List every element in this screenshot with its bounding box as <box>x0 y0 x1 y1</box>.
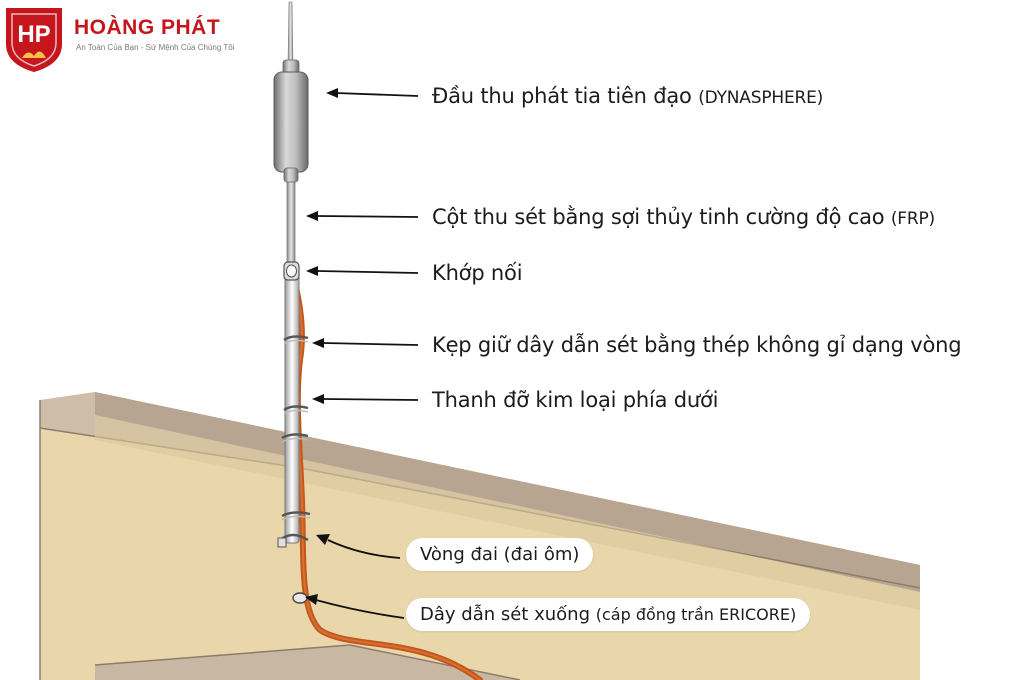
cable-clip <box>292 592 308 604</box>
label-frp-mast: Cột thu sét bằng sợi thủy tinh cường độ … <box>432 205 935 229</box>
label-text: Dây dẫn sét xuống <box>420 604 590 625</box>
label-text: Cột thu sét bằng sợi thủy tinh cường độ … <box>432 205 885 229</box>
arrow-cable <box>305 594 405 619</box>
arrow-support <box>312 394 419 404</box>
label-down-conductor: Dây dẫn sét xuống (cáp đồng trần ERICORE… <box>406 598 811 631</box>
clamp-ring <box>283 335 309 345</box>
clamp-ring <box>281 433 309 443</box>
label-text: Vòng đai (đai ôm) <box>420 544 580 565</box>
lower-ledge <box>95 645 520 680</box>
label-text: Đầu thu phát tia tiên đạo <box>432 84 692 108</box>
hp-logo-icon: HP <box>6 8 62 72</box>
label-coupling: Khớp nối <box>432 261 523 285</box>
arrow-band <box>316 534 401 559</box>
brand-tagline: An Toàn Của Bạn - Sứ Mệnh Của Chúng Tôi <box>76 43 235 52</box>
building <box>39 392 921 680</box>
clamp-ring <box>283 405 309 415</box>
arrow-frp <box>306 211 419 221</box>
label-dynasphere: Đầu thu phát tia tiên đạo (DYNASPHERE) <box>432 84 823 108</box>
svg-text:HP: HP <box>17 21 50 48</box>
arrow-coupling <box>306 266 419 276</box>
clamp-ring <box>281 511 311 521</box>
brand-name: HOÀNG PHÁT <box>74 16 221 39</box>
label-note: (DYNASPHERE) <box>698 88 824 108</box>
label-clamp: Kẹp giữ dây dẫn sét bằng thép không gỉ d… <box>432 333 962 357</box>
label-text: Thanh đỡ kim loại phía dưới <box>432 388 719 412</box>
label-text: Kẹp giữ dây dẫn sét bằng thép không gỉ d… <box>432 333 962 357</box>
pointer-arrows <box>305 88 419 619</box>
frp-mast <box>286 177 296 271</box>
arrow-dynasphere <box>326 88 419 98</box>
label-text: Khớp nối <box>432 261 523 285</box>
arrow-clamp <box>312 338 419 348</box>
label-note: (FRP) <box>890 209 935 229</box>
clamps <box>277 335 311 604</box>
label-support: Thanh đỡ kim loại phía dưới <box>432 388 718 412</box>
label-band: Vòng đai (đai ôm) <box>406 538 594 571</box>
dynasphere-terminal <box>273 1 309 183</box>
band-strap <box>277 533 309 548</box>
label-note: (cáp đồng trần ERICORE) <box>595 605 797 624</box>
